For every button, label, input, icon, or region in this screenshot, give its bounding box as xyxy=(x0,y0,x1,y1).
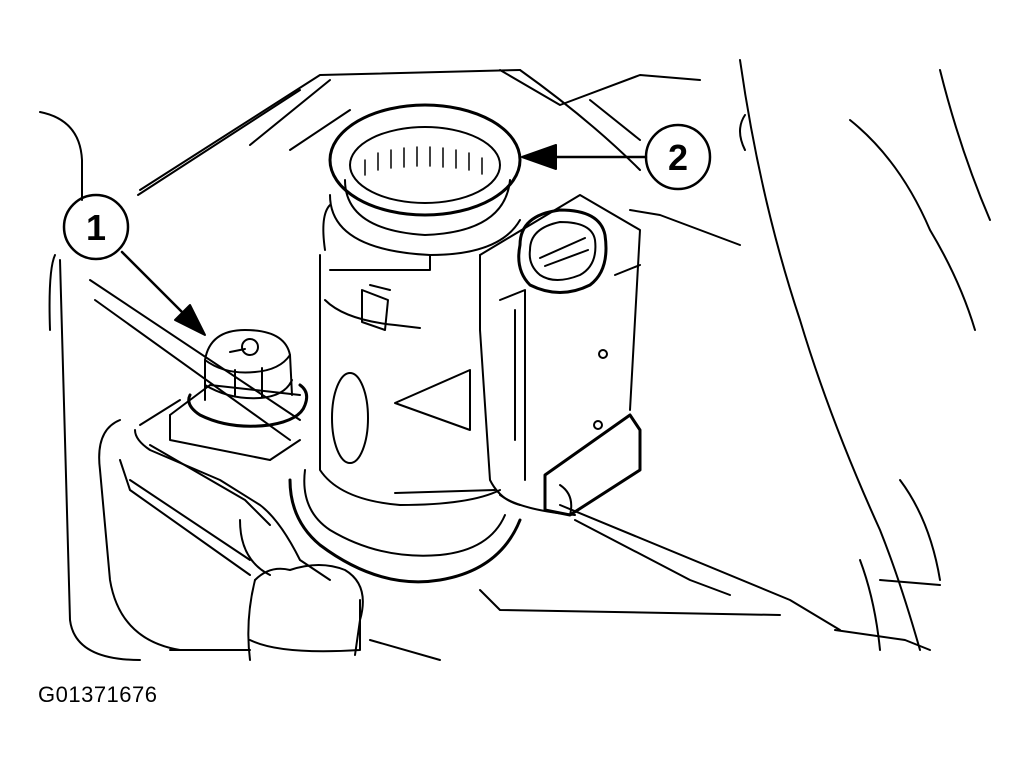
hand-outline xyxy=(247,564,364,661)
callout-1-number: 1 xyxy=(86,207,106,248)
callout-1-arrowhead xyxy=(174,304,206,336)
bolt xyxy=(187,329,309,428)
background-housing xyxy=(39,59,991,661)
mounting-bracket xyxy=(119,384,331,581)
callout-2-number: 2 xyxy=(668,137,688,178)
callout-2: 2 xyxy=(521,123,712,191)
callout-1-leader xyxy=(120,250,192,322)
connector-housing xyxy=(479,194,642,517)
figure-id: G01371676 xyxy=(38,682,158,707)
sensor-body xyxy=(288,103,522,584)
callout-1-circle xyxy=(62,193,130,261)
callout-1: 1 xyxy=(62,193,206,336)
callout-2-arrowhead xyxy=(521,144,557,170)
